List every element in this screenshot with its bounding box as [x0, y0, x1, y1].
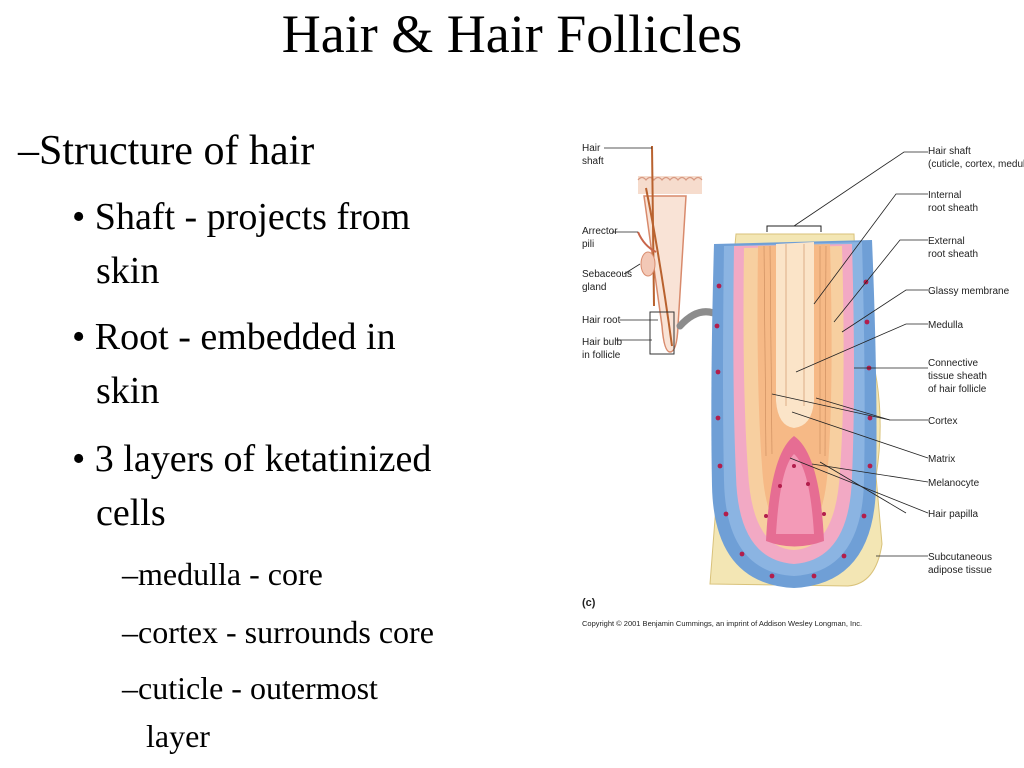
label-hair-papilla: Hair papilla: [928, 509, 978, 520]
cell-column-lines: [763, 244, 827, 457]
sub-bullet-cortex: –cortex - surrounds core: [122, 614, 434, 650]
label-connective-sheath: Connective: [928, 358, 978, 369]
label-internal-root-sheath-2: root sheath: [928, 203, 978, 214]
hair-follicle-figure: Hair shaft Arrector pili Sebaceous gland…: [576, 136, 1024, 636]
label-medulla: Medulla: [928, 320, 963, 331]
melanocyte-dots: [714, 279, 873, 579]
bullet-structure: –Structure of hair: [18, 128, 315, 174]
left-labels: Hair shaft Arrector pili Sebaceous gland…: [582, 143, 632, 361]
overview-illustration: [637, 145, 732, 355]
hair-follicle-diagram: Hair shaft Arrector pili Sebaceous gland…: [582, 143, 1024, 628]
label-hair-bulb-2: in follicle: [582, 350, 621, 361]
label-external-root-sheath: External: [928, 236, 965, 247]
sub-bullet-cuticle-cont: layer: [146, 718, 210, 754]
label-hair-root: Hair root: [582, 315, 621, 326]
label-connective-sheath-3: of hair follicle: [928, 384, 987, 395]
label-melanocyte: Melanocyte: [928, 478, 980, 489]
label-subcutaneous-2: adipose tissue: [928, 565, 992, 576]
label-sebaceous-2: gland: [582, 282, 606, 293]
label-glassy-membrane: Glassy membrane: [928, 286, 1010, 297]
epidermal-ridges: [637, 176, 703, 181]
right-leader-lines: [771, 151, 929, 557]
bullet-root: • Root - embedded in: [72, 316, 396, 358]
bullet-shaft: • Shaft - projects from: [72, 196, 411, 238]
label-hair-shaft-2: shaft: [582, 156, 604, 167]
label-subcutaneous: Subcutaneous: [928, 552, 992, 563]
label-internal-root-sheath: Internal: [928, 190, 961, 201]
label-hair-shaft-right: Hair shaft: [928, 146, 971, 157]
bullet-layers-cont: cells: [96, 492, 166, 534]
sub-bullet-medulla: –medulla - core: [122, 556, 323, 592]
sub-bullet-cuticle: –cuticle - outermost: [122, 670, 378, 706]
label-matrix: Matrix: [928, 454, 955, 465]
copyright-text: Copyright © 2001 Benjamin Cummings, an i…: [582, 619, 862, 628]
bullet-root-cont: skin: [96, 370, 160, 412]
slide-title: Hair & Hair Follicles: [281, 4, 743, 64]
right-labels: Hair shaft (cuticle, cortex, medulla) In…: [928, 146, 1024, 576]
follicle-section: [709, 225, 883, 588]
overview-hair-shaft: [651, 145, 655, 307]
bullet-list: –Structure of hair • Shaft - projects fr…: [18, 128, 434, 754]
papilla-core: [776, 454, 814, 534]
panel-letter: (c): [582, 597, 596, 609]
overview-hair: [645, 187, 673, 347]
label-arrector-2: pili: [582, 239, 594, 250]
medulla-region: [776, 242, 814, 428]
left-leader-lines: [604, 147, 658, 341]
bulb-highlight-box: [649, 311, 675, 355]
label-arrector: Arrector: [582, 226, 618, 237]
shaft-bracket: [766, 225, 822, 232]
overview-arrector-muscle: [637, 231, 657, 253]
label-hair-shaft-right-2: (cuticle, cortex, medulla): [928, 159, 1024, 170]
bullet-shaft-cont: skin: [96, 250, 160, 292]
label-sebaceous: Sebaceous: [582, 269, 632, 280]
label-hair-shaft: Hair: [582, 143, 601, 154]
label-external-root-sheath-2: root sheath: [928, 249, 978, 260]
bullet-layers: • 3 layers of ketatinized: [72, 438, 432, 480]
overview-sebaceous-gland: [640, 251, 656, 277]
label-connective-sheath-2: tissue sheath: [928, 371, 987, 382]
label-cortex: Cortex: [928, 416, 957, 427]
label-hair-bulb: Hair bulb: [582, 337, 622, 348]
